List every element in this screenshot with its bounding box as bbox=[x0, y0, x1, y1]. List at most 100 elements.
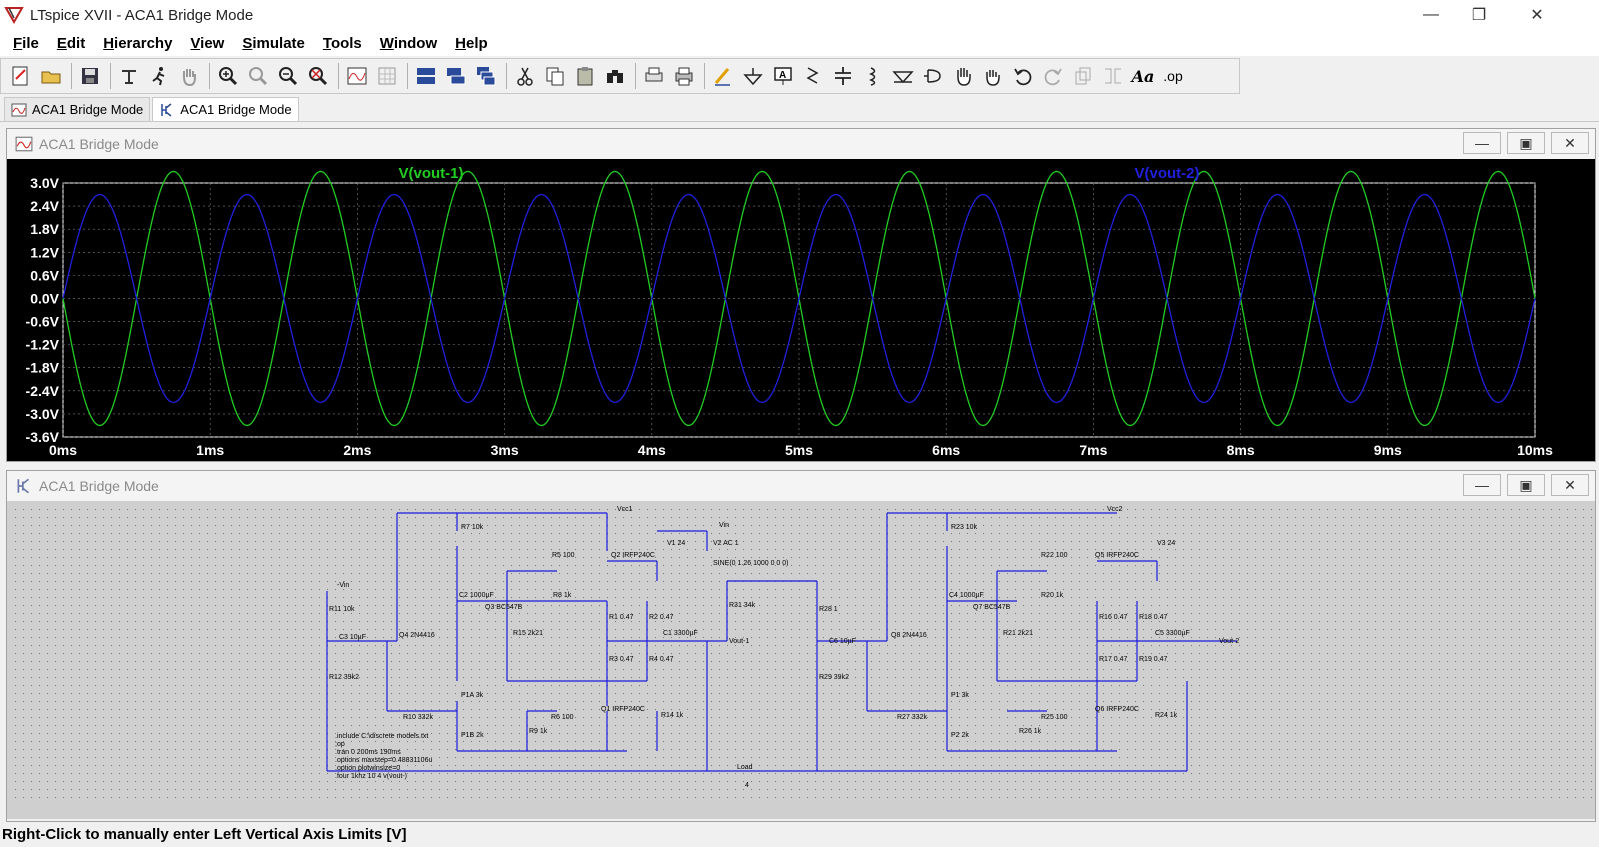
toolbar: A Aa .op bbox=[0, 58, 1240, 94]
menu-tools[interactable]: Tools bbox=[322, 34, 362, 52]
close-button[interactable]: ✕ bbox=[1530, 7, 1544, 24]
y-tick-label: 2.4V bbox=[30, 198, 59, 214]
component-q4: Q4 2N4416 bbox=[399, 632, 435, 639]
document-tabs: ACA1 Bridge Mode ACA1 Bridge Mode bbox=[0, 96, 1599, 122]
text-icon[interactable]: Aa bbox=[1131, 66, 1155, 86]
component-v3: V3 24 bbox=[1157, 540, 1175, 547]
zoom-fit-icon[interactable] bbox=[304, 62, 332, 90]
y-tick-label: 1.2V bbox=[30, 244, 59, 260]
waveform-close-button[interactable]: ✕ bbox=[1551, 132, 1589, 154]
resistor-icon[interactable] bbox=[799, 62, 827, 90]
control-panel-icon[interactable] bbox=[115, 62, 143, 90]
component-r2: R2 0.47 bbox=[649, 614, 674, 621]
x-tick-label: 7ms bbox=[1079, 442, 1107, 458]
x-tick-label: 1ms bbox=[196, 442, 224, 458]
component-q6: Q6 IRFP240C bbox=[1095, 706, 1139, 713]
tab-waveform[interactable]: ACA1 Bridge Mode bbox=[4, 97, 151, 121]
x-tick-label: 2ms bbox=[343, 442, 371, 458]
component-q2: Q2 IRFP240C bbox=[611, 552, 655, 559]
schematic-minimize-button[interactable]: — bbox=[1463, 474, 1501, 496]
minimize-button[interactable]: — bbox=[1423, 6, 1439, 23]
y-tick-label: -2.4V bbox=[26, 383, 60, 399]
capacitor-icon[interactable] bbox=[829, 62, 857, 90]
schematic-canvas[interactable]: Vcc1 Vcc2 -Vin Vin Vout-1 Vout-2 Load 4 … bbox=[7, 501, 1595, 819]
new-schematic-icon[interactable] bbox=[7, 62, 35, 90]
cascade-icon[interactable] bbox=[472, 62, 500, 90]
menu-file[interactable]: File bbox=[13, 34, 39, 52]
waveform-plot[interactable]: 3.0V2.4V1.8V1.2V0.6V0.0V-0.6V-1.2V-1.8V-… bbox=[7, 159, 1595, 461]
tab-label: ACA1 Bridge Mode bbox=[32, 102, 144, 117]
open-icon[interactable] bbox=[37, 62, 65, 90]
inductor-icon[interactable] bbox=[859, 62, 887, 90]
component-sine: SINE(0 1.26 1000 0 0 0) bbox=[713, 560, 789, 567]
spice-directives: .include C:\discrete models.txt ;op .tra… bbox=[335, 733, 432, 780]
print-icon[interactable] bbox=[670, 62, 698, 90]
waveform-minimize-button[interactable]: — bbox=[1463, 132, 1501, 154]
autorange-icon[interactable] bbox=[343, 62, 371, 90]
zoom-in-icon[interactable] bbox=[214, 62, 242, 90]
rotate-icon[interactable] bbox=[1069, 62, 1097, 90]
zoom-pan-icon[interactable] bbox=[244, 62, 272, 90]
directive-line: .include C:\discrete models.txt bbox=[335, 733, 428, 740]
diode-icon[interactable] bbox=[889, 62, 917, 90]
component-r3: R3 0.47 bbox=[609, 656, 634, 663]
redo-icon[interactable] bbox=[1039, 62, 1067, 90]
component-q3: Q3 BC547B bbox=[485, 604, 523, 611]
waveform-maximize-button[interactable]: ▣ bbox=[1507, 132, 1545, 154]
schematic-window-title: ACA1 Bridge Mode bbox=[39, 478, 159, 494]
menu-simulate[interactable]: Simulate bbox=[242, 34, 305, 52]
component-r24: R24 1k bbox=[1155, 712, 1178, 719]
tab-schematic[interactable]: ACA1 Bridge Mode bbox=[152, 97, 299, 121]
y-tick-label: 0.6V bbox=[30, 267, 59, 283]
ground-icon[interactable] bbox=[739, 62, 767, 90]
copy-icon[interactable] bbox=[541, 62, 569, 90]
label-net-icon[interactable]: A bbox=[769, 62, 797, 90]
component-r14: R14 1k bbox=[661, 712, 684, 719]
component-r10: R10 332k bbox=[403, 714, 433, 721]
directive-line: ;op bbox=[335, 741, 345, 748]
menu-view[interactable]: View bbox=[190, 34, 225, 52]
schematic-close-button[interactable]: ✕ bbox=[1551, 474, 1589, 496]
component-c2: C2 1000µF bbox=[459, 592, 494, 599]
component-p1: P1 3k bbox=[951, 692, 969, 699]
save-icon[interactable] bbox=[76, 62, 104, 90]
tile-vertical-icon[interactable] bbox=[442, 62, 470, 90]
component-r17: R17 0.47 bbox=[1099, 656, 1128, 663]
waveform-grid-icon[interactable] bbox=[373, 62, 401, 90]
y-tick-label: -1.8V bbox=[26, 360, 60, 376]
schematic-maximize-button[interactable]: ▣ bbox=[1507, 474, 1545, 496]
tile-horizontal-icon[interactable] bbox=[412, 62, 440, 90]
x-tick-label: 8ms bbox=[1227, 442, 1255, 458]
component-r7: R7 10k bbox=[461, 524, 484, 531]
status-bar: Right-Click to manually enter Left Verti… bbox=[0, 826, 1599, 847]
net-label-vout1: Vout-1 bbox=[729, 638, 749, 645]
undo-icon[interactable] bbox=[1009, 62, 1037, 90]
net-label-neg-vin: -Vin bbox=[337, 582, 349, 589]
run-icon[interactable] bbox=[145, 62, 173, 90]
zoom-out-icon[interactable] bbox=[274, 62, 302, 90]
waveform-window-header: ACA1 Bridge Mode — ▣ ✕ bbox=[7, 129, 1595, 159]
menu-edit[interactable]: Edit bbox=[56, 34, 86, 52]
component-q1: Q1 IRFP240C bbox=[601, 706, 645, 713]
halt-icon[interactable] bbox=[175, 62, 203, 90]
move-icon[interactable] bbox=[949, 62, 977, 90]
component-c6: C6 10µF bbox=[829, 638, 856, 645]
component-r8: R8 1k bbox=[553, 592, 572, 599]
menu-window[interactable]: Window bbox=[379, 34, 438, 52]
component-r23: R23 10k bbox=[951, 524, 978, 531]
mirror-icon[interactable] bbox=[1099, 62, 1127, 90]
menu-help[interactable]: Help bbox=[455, 34, 488, 52]
draw-wire-icon[interactable] bbox=[709, 62, 737, 90]
spice-directive-icon[interactable]: .op bbox=[1163, 68, 1183, 84]
svg-text:A: A bbox=[779, 70, 786, 81]
paste-icon[interactable] bbox=[571, 62, 599, 90]
x-tick-label: 10ms bbox=[1517, 442, 1553, 458]
component-icon[interactable] bbox=[919, 62, 947, 90]
cut-icon[interactable] bbox=[511, 62, 539, 90]
find-icon[interactable] bbox=[601, 62, 629, 90]
drag-icon[interactable] bbox=[979, 62, 1007, 90]
print-preview-icon[interactable] bbox=[640, 62, 668, 90]
menu-hierarchy[interactable]: Hierarchy bbox=[103, 34, 173, 52]
maximize-button[interactable]: ❐ bbox=[1471, 7, 1487, 24]
net-label-vin: Vin bbox=[719, 522, 729, 529]
